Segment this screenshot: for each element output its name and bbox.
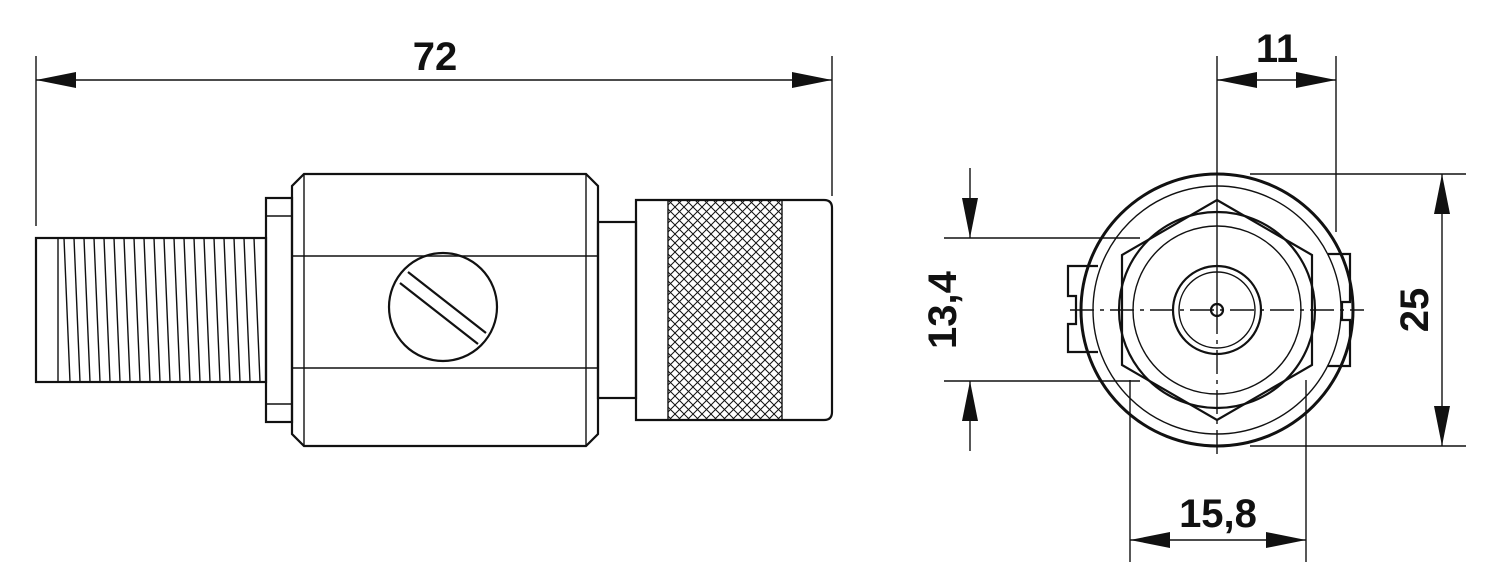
thread-line [253, 237, 261, 383]
thread-line [183, 237, 191, 383]
dim-label-front-width-bottom: 15,8 [1179, 492, 1257, 536]
side-view: 72 [34, 35, 834, 448]
dimension-overall-length: 72 [35, 35, 833, 226]
threaded-section [34, 236, 268, 384]
thread-line [153, 237, 161, 383]
thread-line [143, 237, 151, 383]
dimension-front-height-inner: 13,4 [921, 168, 1140, 451]
thread-line [133, 237, 141, 383]
thread-line [223, 237, 231, 383]
thread-line [113, 237, 121, 383]
thread-line [63, 237, 71, 383]
thread-line [203, 237, 211, 383]
dim-label-overall-length: 72 [413, 35, 458, 79]
thread-line [173, 237, 181, 383]
thread-line [233, 237, 241, 383]
thread-line [103, 237, 111, 383]
front-view: 11 13,4 25 15,8 [921, 27, 1466, 562]
thread-line [83, 237, 91, 383]
thread-line [213, 237, 221, 383]
dim-label-front-width-top: 11 [1256, 27, 1298, 71]
center-lines [1070, 309, 1364, 454]
thread-line [123, 237, 131, 383]
thread-line [93, 237, 101, 383]
neck [596, 220, 638, 400]
thread-line [243, 237, 251, 383]
dimension-front-width-bottom: 15,8 [1129, 380, 1307, 562]
hex-body [290, 172, 600, 448]
dimension-front-width-top: 11 [1216, 27, 1337, 310]
thread-line [193, 237, 201, 383]
thread-line [163, 237, 171, 383]
dimension-front-height-outer: 25 [1250, 173, 1466, 447]
dim-label-front-height-inner: 13,4 [921, 270, 965, 349]
thread-line [73, 237, 81, 383]
dim-label-front-height-outer: 25 [1393, 288, 1437, 333]
slotted-screw [387, 251, 499, 363]
knurled-cap [634, 198, 834, 422]
flange [264, 196, 294, 424]
